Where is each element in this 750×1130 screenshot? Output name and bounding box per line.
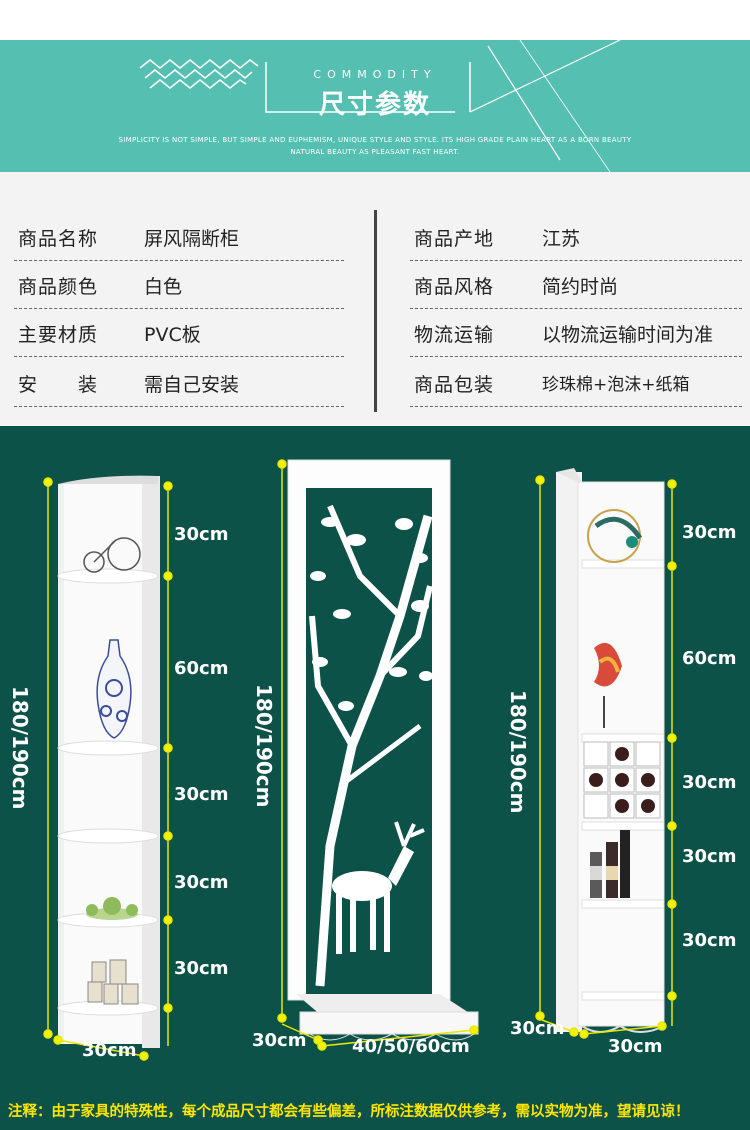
wine-shelf-section-label: 30cm	[682, 772, 737, 793]
header-banner: COMMODITY 尺寸参数 SIMPLICITY IS NOT SIMPLE,…	[0, 0, 750, 172]
spec-row: 商品产地 江苏	[410, 212, 742, 261]
corner-shelf-section-label: 60cm	[174, 658, 229, 679]
wine-shelf-width-label: 30cm	[608, 1036, 663, 1057]
spec-row: 商品风格 简约时尚	[410, 260, 742, 309]
spec-label: 商品风格	[414, 276, 495, 298]
corner-shelf	[57, 475, 160, 1048]
spec-row: 商品包装 珍珠棉+泡沫+纸箱	[410, 358, 742, 407]
spec-row: 主要材质 PVC板	[14, 308, 344, 357]
corner-shelf-section-label: 30cm	[174, 958, 229, 979]
screen-depth-label: 30cm	[252, 1030, 307, 1051]
wine-shelf-section-label: 30cm	[682, 846, 737, 867]
spec-row: 商品名称 屏风隔断柜	[14, 212, 344, 261]
spec-label: 商品颜色	[18, 276, 99, 298]
wine-shelf-section-label: 30cm	[682, 930, 737, 951]
spec-label: 物流运输	[414, 324, 495, 346]
slogan-line-1: SIMPLICITY IS NOT SIMPLE, BUT SIMPLE AND…	[118, 136, 632, 144]
spec-label: 主要材质	[18, 324, 99, 346]
corner-shelf-section-label: 30cm	[174, 784, 229, 805]
spec-value: 江苏	[542, 228, 581, 250]
spec-value: 需自己安装	[144, 374, 240, 396]
wine-shelf-section-label: 60cm	[682, 648, 737, 669]
spec-label: 商品产地	[414, 228, 495, 250]
corner-shelf-section-label: 30cm	[174, 524, 229, 545]
product-illustration	[43, 459, 677, 1061]
spec-row: 物流运输 以物流运输时间为准	[410, 308, 742, 357]
footnote-text: 注释：由于家具的特殊性，每个成品尺寸都会有些偏差，所标注数据仅供参考，需以实物为…	[8, 1104, 690, 1120]
screen-height-label: 180/190cm	[252, 684, 276, 808]
spec-value: 以物流运输时间为准	[542, 324, 714, 346]
spec-divider	[374, 210, 377, 412]
spec-label: 商品名称	[18, 228, 99, 250]
page-title: 尺寸参数	[318, 90, 431, 120]
spec-row: 安 装 需自己安装	[14, 358, 344, 407]
corner-shelf-width-label: 30cm	[82, 1040, 137, 1061]
spec-value: 白色	[144, 276, 183, 298]
dimension-lines	[43, 459, 677, 1061]
eyebrow-text: COMMODITY	[313, 68, 437, 81]
footnote-bar: 注释：由于家具的特殊性，每个成品尺寸都会有些偏差，所标注数据仅供参考，需以实物为…	[0, 1092, 750, 1130]
wine-shelf	[556, 468, 665, 1033]
spec-label: 商品包装	[414, 374, 495, 396]
spec-value: 珍珠棉+泡沫+纸箱	[542, 375, 690, 395]
spec-label: 安 装	[18, 374, 99, 396]
slogan-line-2: NATURAL BEAUTY AS PLEASANT FAST HEART.	[290, 148, 460, 156]
spec-value: 屏风隔断柜	[144, 228, 240, 250]
screen-partition	[287, 459, 479, 1041]
wine-shelf-height-label: 180/190cm	[506, 690, 530, 814]
corner-shelf-section-label: 30cm	[174, 872, 229, 893]
product-dimensions-showcase: 180/190cm 30cm 60cm 30cm 30cm 30cm 30cm …	[0, 426, 750, 1092]
corner-shelf-height-label: 180/190cm	[8, 686, 32, 810]
screen-width-label: 40/50/60cm	[352, 1036, 470, 1057]
spec-value: PVC板	[144, 324, 201, 346]
spec-value: 简约时尚	[542, 276, 619, 298]
wine-shelf-depth-label: 30cm	[510, 1018, 565, 1039]
teal-band	[0, 40, 750, 172]
wine-shelf-section-label: 30cm	[682, 522, 737, 543]
spec-row: 商品颜色 白色	[14, 260, 344, 309]
spec-table: 商品名称 屏风隔断柜 商品颜色 白色 主要材质 PVC板 安 装 需自己安装 商…	[0, 172, 750, 426]
banner-decoration	[139, 39, 621, 172]
